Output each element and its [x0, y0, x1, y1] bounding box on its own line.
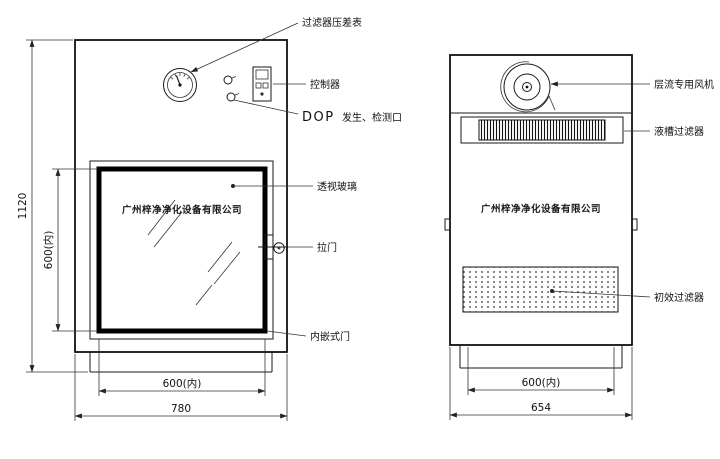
dim-overall-width-front: 780 [171, 403, 191, 415]
dop-ports-icon [223, 75, 240, 102]
liquid-tank-filter-icon [460, 116, 624, 144]
front-dimensions: 1120 600(内) 600(内) 780 [17, 39, 288, 421]
side-dimensions: 600(内) 654 [449, 347, 633, 420]
dim-inner-width-front: 600(内) [163, 377, 202, 390]
side-annotations: 层流专用风机 液槽过滤器 初效过滤器 [550, 78, 714, 304]
left-hinge-lug [444, 218, 451, 231]
primary-filter-icon [462, 266, 619, 313]
label-controller: 控制器 [310, 78, 340, 91]
label-laminar-fan: 层流专用风机 [654, 78, 714, 91]
side-company-name: 广州梓净净化设备有限公司 [481, 203, 601, 215]
label-inset-door: 内嵌式门 [310, 330, 350, 343]
dim-inner-height: 600(内) [42, 231, 55, 270]
front-base [89, 352, 273, 373]
label-viewing-glass: 透视玻璃 [317, 180, 357, 193]
front-view: 广州梓净净化设备有限公司 [74, 39, 288, 373]
dim-overall-width-side: 654 [531, 402, 551, 414]
label-liquid-tank-filter: 液槽过滤器 [654, 125, 704, 138]
front-annotations: 过滤器压差表 控制器 DOP 发生、检测口 透视玻璃 拉门 内嵌式门 [190, 16, 402, 343]
dim-inner-width-side: 600(内) [522, 376, 561, 389]
dim-overall-height: 1120 [17, 193, 29, 220]
laminar-fan-icon [500, 61, 556, 113]
label-primary-filter: 初效过滤器 [654, 291, 704, 304]
right-hinge-lug [631, 218, 638, 231]
door-handle-icon [258, 234, 288, 260]
side-base [459, 345, 623, 369]
front-company-name: 广州梓净净化设备有限公司 [122, 204, 242, 216]
label-dop-rest: 发生、检测口 [342, 111, 402, 124]
pressure-gauge-icon [163, 68, 197, 102]
label-pull-door: 拉门 [317, 241, 337, 254]
side-view: 广州梓净净化设备有限公司 [444, 54, 638, 369]
controller-icon [252, 66, 272, 102]
glass-shine-marks [147, 199, 241, 306]
label-pressure-gauge: 过滤器压差表 [302, 16, 362, 29]
label-dop-word: DOP [302, 110, 335, 125]
front-cabinet-outline [74, 39, 288, 353]
